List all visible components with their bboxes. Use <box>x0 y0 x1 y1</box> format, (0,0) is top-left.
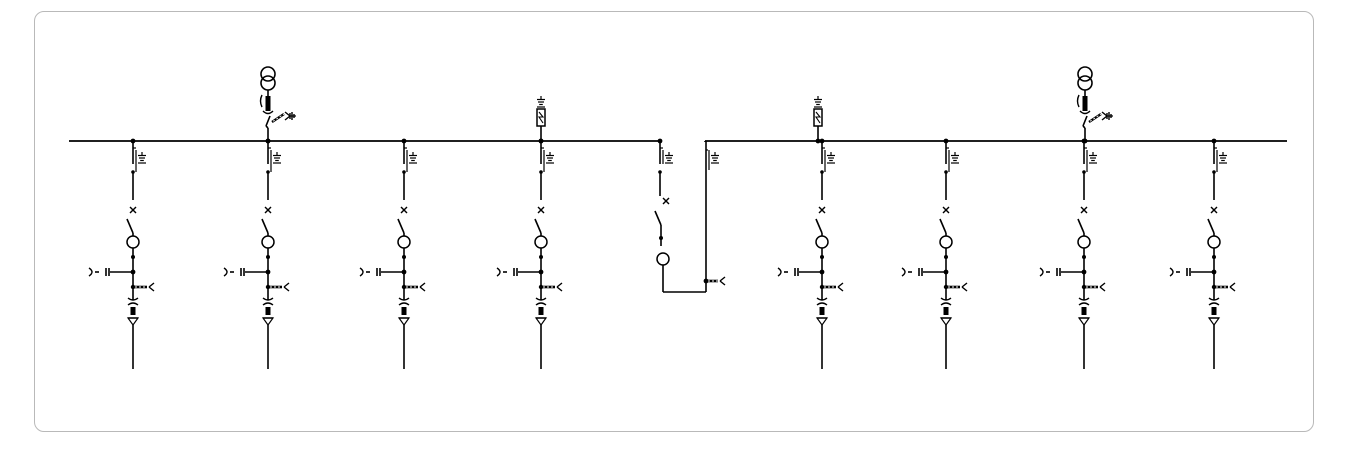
cable-termination-icon <box>262 110 274 115</box>
capacitor-icon <box>1169 267 1214 277</box>
earthing-switch-icon <box>130 282 155 292</box>
earthing-switch-icon <box>1211 282 1236 292</box>
disconnector-icon <box>397 218 405 234</box>
ground-icon <box>1089 152 1097 164</box>
capacitor-icon <box>777 267 822 277</box>
ground-icon <box>537 96 545 108</box>
disconnector-icon <box>126 218 134 234</box>
cable-termination-icon <box>815 297 829 327</box>
cable-termination-icon <box>939 297 953 327</box>
left-aux-transformer <box>259 66 296 144</box>
ground-icon <box>284 111 296 121</box>
current-transformer-icon <box>534 235 548 249</box>
right-aux-transformer <box>1076 66 1113 144</box>
ground-icon <box>546 152 554 164</box>
capacitor-icon <box>1039 267 1084 277</box>
disconnector-icon <box>654 210 662 226</box>
capacitor-icon <box>496 267 541 277</box>
current-transformer-icon <box>939 235 953 249</box>
feeder-bay <box>88 138 155 369</box>
disconnector-icon <box>261 218 269 234</box>
ground-icon <box>138 152 146 164</box>
feeder-bay <box>1169 138 1236 369</box>
cable-termination-icon <box>534 297 548 327</box>
circuit-breaker-icon <box>129 206 137 214</box>
ground-icon <box>1219 152 1227 164</box>
feeder-bay <box>223 138 290 369</box>
ground-icon <box>1101 111 1113 121</box>
cable-termination-icon <box>1207 297 1221 327</box>
circuit-breaker-icon <box>1210 206 1218 214</box>
feeder-bay <box>359 138 426 369</box>
earthing-switch-icon <box>401 282 426 292</box>
circuit-breaker-icon <box>537 206 545 214</box>
circuit-breaker-icon <box>662 197 670 205</box>
right-surge-arrester <box>813 96 823 144</box>
disconnector-icon <box>939 218 947 234</box>
current-transformer-icon <box>815 235 829 249</box>
circuit-breaker-icon <box>400 206 408 214</box>
ground-icon <box>827 152 835 164</box>
capacitor-icon <box>223 267 268 277</box>
disconnector-icon <box>1207 218 1215 234</box>
cable-termination-icon <box>126 297 140 327</box>
circuit-breaker-icon <box>264 206 272 214</box>
disconnector-icon <box>1082 115 1088 127</box>
disconnector-icon <box>1077 218 1085 234</box>
cable-termination-icon <box>261 297 275 327</box>
surge-arresters <box>536 96 823 144</box>
feeder-bay <box>1039 138 1106 369</box>
ground-icon <box>711 152 719 164</box>
ground-icon <box>273 152 281 164</box>
earthing-switch-icon <box>943 282 968 292</box>
current-transformer-icon <box>261 235 275 249</box>
earthing-switch-icon <box>819 282 844 292</box>
current-transformer-icon <box>656 252 670 266</box>
cable-termination-icon <box>1077 297 1091 327</box>
cable-termination-icon <box>1079 110 1091 115</box>
circuit-breaker-icon <box>1080 206 1088 214</box>
circuit-breaker-icon <box>942 206 950 214</box>
left-surge-arrester <box>536 96 546 144</box>
ground-icon <box>665 152 673 164</box>
transformer-icon <box>260 66 276 82</box>
circuit-breaker-icon <box>818 206 826 214</box>
capacitor-icon <box>901 267 946 277</box>
ground-icon <box>951 152 959 164</box>
feeder-bay <box>777 138 844 369</box>
transformer-icon <box>1077 66 1093 82</box>
feeder-bay <box>901 138 968 369</box>
current-transformer-icon <box>397 235 411 249</box>
disconnector-icon <box>265 115 271 127</box>
cable-termination-icon <box>397 297 411 327</box>
earthing-switch-icon <box>538 282 563 292</box>
capacitor-icon <box>359 267 404 277</box>
feeder-bay <box>496 138 563 369</box>
aux-transformers <box>259 66 1113 144</box>
current-transformer-icon <box>126 235 140 249</box>
ground-icon <box>814 96 822 108</box>
diagram-frame <box>34 11 1314 432</box>
ground-icon <box>409 152 417 164</box>
feeders <box>88 138 1236 369</box>
current-transformer-icon <box>1077 235 1091 249</box>
earthing-switch-icon <box>1081 282 1106 292</box>
current-transformer-icon <box>1207 235 1221 249</box>
earthing-switch-icon <box>265 282 290 292</box>
disconnector-icon <box>534 218 542 234</box>
bus-coupler <box>654 138 726 293</box>
capacitor-icon <box>88 267 133 277</box>
disconnector-icon <box>815 218 823 234</box>
